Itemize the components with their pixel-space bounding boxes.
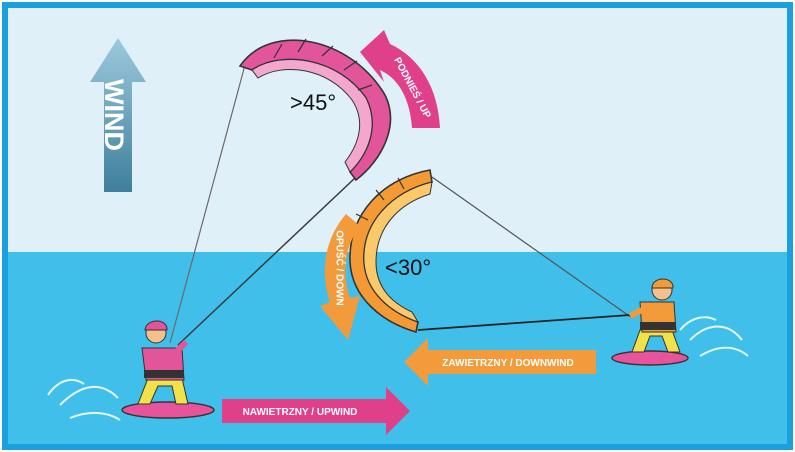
pink-kite-left-line xyxy=(169,64,246,344)
angle-low-label: <30° xyxy=(385,255,431,280)
down-arrow: OPUŚĆ / DOWN xyxy=(320,214,360,340)
board-right xyxy=(611,350,689,366)
downwind-arrow-label: ZAWIETRZNY / DOWNWIND xyxy=(442,358,573,369)
board-left xyxy=(121,401,215,419)
spray-right xyxy=(679,316,749,357)
downwind-arrow: ZAWIETRZNY / DOWNWIND xyxy=(404,338,596,386)
helmet-left xyxy=(144,320,168,331)
up-arrow-shape xyxy=(360,30,440,128)
angle-high-label: >45° xyxy=(290,90,336,115)
arm-left xyxy=(173,339,189,355)
helmet-right xyxy=(651,278,674,289)
upwind-arrow-shape xyxy=(222,387,410,435)
down-arrow-label: OPUŚĆ / DOWN xyxy=(333,230,346,306)
rider-right xyxy=(611,278,749,366)
spray-left xyxy=(47,379,121,421)
wind-label: WIND xyxy=(99,79,129,151)
upwind-arrow-label: NAWIETRZNY / UPWIND xyxy=(243,407,358,418)
downwind-arrow-shape xyxy=(404,338,596,386)
orange-kite-strut xyxy=(397,177,405,190)
orange-kite-strut xyxy=(355,213,369,221)
rider-left xyxy=(47,320,215,421)
orange-kite-strut xyxy=(375,189,385,201)
shorts-left xyxy=(137,377,189,405)
orange-kite xyxy=(349,169,433,334)
orange-kite-bottom-line xyxy=(417,314,631,331)
upwind-arrow: NAWIETRZNY / UPWIND xyxy=(222,387,410,435)
down-arrow-shape xyxy=(320,214,360,340)
harness-right xyxy=(640,322,676,330)
pink-kite-inner xyxy=(251,58,373,173)
pink-kite xyxy=(238,38,392,182)
pink-kite-strut xyxy=(297,38,307,53)
pink-kite-strut xyxy=(357,84,373,91)
pink-kite-strut xyxy=(343,60,358,71)
wind-arrow: WIND xyxy=(90,38,146,192)
pink-kite-strut xyxy=(273,43,283,59)
orange-kite-inner xyxy=(363,181,433,323)
pink-kite-strut xyxy=(321,45,334,57)
wind-arrow-shape xyxy=(90,38,146,192)
harness-left xyxy=(144,370,184,378)
pink-kite-right-line xyxy=(177,177,356,346)
arm-right xyxy=(628,307,644,319)
orange-kite-top-line xyxy=(431,176,633,319)
shorts-right xyxy=(631,329,681,353)
